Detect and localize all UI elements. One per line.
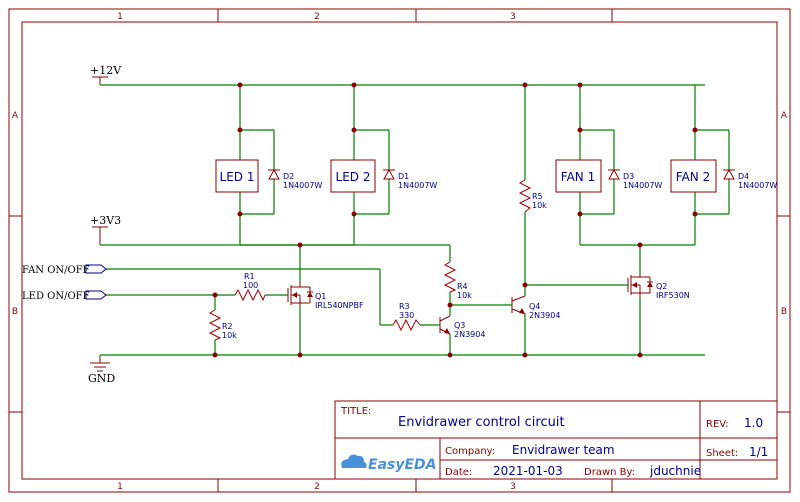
mosfet-q1-ref: Q1 — [315, 292, 326, 301]
bjt-q4-ref: Q4 — [529, 302, 540, 311]
rev-label: REV: — [706, 419, 729, 430]
mosfet-q2-ref: Q2 — [656, 282, 667, 291]
col-label-1-bottom: 1 — [117, 482, 123, 492]
resistor-r2: R2 10k — [208, 309, 237, 341]
date-label: Date: — [445, 467, 472, 478]
bjt-q4-value: 2N3904 — [529, 311, 560, 320]
resistor-r2-value: 10k — [222, 331, 237, 340]
sheet-value: 1/1 — [749, 445, 768, 459]
resistor-r5-value: 10k — [532, 201, 547, 210]
power-12v: +12V — [90, 64, 122, 85]
power-3v3-label: +3V3 — [90, 214, 121, 227]
easyeda-logo: EasyEDA — [341, 454, 437, 473]
frame-labels: 1 2 3 1 2 3 A B A B — [12, 12, 788, 492]
mosfet-q2-value: IRF530N — [656, 291, 690, 300]
row-label-b-right: B — [781, 307, 787, 317]
power-3v3: +3V3 — [90, 214, 121, 245]
bjt-q4: Q4 2N3904 — [511, 295, 560, 320]
resistor-r3: R3 330 — [392, 302, 421, 332]
diode-d1: D1 1N4007W — [383, 168, 437, 190]
ground-symbol: GND — [88, 355, 115, 385]
diode-d3-ref: D3 — [623, 172, 634, 181]
title-block — [334, 400, 778, 480]
col-label-2: 2 — [314, 12, 320, 22]
diode-d1-ref: D1 — [398, 172, 409, 181]
company-label: Company: — [445, 446, 495, 457]
diode-d2-ref: D2 — [283, 172, 294, 181]
row-label-a: A — [12, 111, 19, 121]
ground-label: GND — [88, 372, 115, 385]
diode-d4-value: 1N4007W — [738, 181, 777, 190]
mosfet-q1: Q1 IRL540NPBF — [287, 282, 364, 310]
diode-d1-value: 1N4007W — [398, 181, 437, 190]
wires — [100, 84, 730, 356]
resistor-r1: R1 100 — [234, 272, 266, 302]
load-fan2: FAN 2 — [670, 159, 717, 193]
easyeda-logo-text: EasyEDA — [368, 457, 437, 473]
drawn-by-value: jduchnie — [649, 464, 701, 478]
port-fan-label: FAN ON/OFF — [22, 265, 90, 276]
port-led-label: LED ON/OFF — [22, 291, 90, 302]
title-value: Envidrawer control circuit — [398, 415, 565, 430]
resistor-r4-value: 10k — [457, 291, 472, 300]
col-label-1: 1 — [117, 12, 123, 22]
resistor-r1-value: 100 — [243, 281, 258, 290]
bjt-q3-ref: Q3 — [454, 321, 465, 330]
date-value: 2021-01-03 — [493, 464, 563, 478]
rev-value: 1.0 — [744, 416, 763, 430]
junctions — [212, 82, 698, 358]
load-fan1-label: FAN 1 — [561, 170, 595, 184]
port-led-on-off: LED ON/OFF — [22, 290, 107, 302]
load-fan2-label: FAN 2 — [676, 170, 710, 184]
col-label-3-bottom: 3 — [510, 482, 516, 492]
company-value: Envidrawer team — [512, 443, 615, 457]
load-led2: LED 2 — [330, 159, 376, 193]
diode-d4-ref: D4 — [738, 172, 749, 181]
port-fan-on-off: FAN ON/OFF — [22, 264, 107, 276]
diode-d2-value: 1N4007W — [283, 181, 322, 190]
load-led2-label: LED 2 — [336, 170, 371, 184]
resistor-r3-value: 330 — [399, 311, 414, 320]
bjt-q3-value: 2N3904 — [454, 330, 485, 339]
mosfet-q2: Q2 IRF530N — [627, 275, 690, 300]
mosfet-q1-value: IRL540NPBF — [315, 301, 364, 310]
resistor-r4: R4 10k — [443, 261, 472, 300]
power-12v-label: +12V — [90, 64, 122, 77]
resistor-r5: R5 10k — [518, 179, 547, 213]
sheet-label: Sheet: — [706, 448, 738, 459]
diode-d4: D4 1N4007W — [723, 168, 777, 190]
col-label-3: 3 — [510, 12, 516, 22]
diode-d3-value: 1N4007W — [623, 181, 662, 190]
load-led1: LED 1 — [215, 159, 259, 193]
load-led1-label: LED 1 — [220, 170, 255, 184]
drawn-by-label: Drawn By: — [584, 467, 635, 478]
resistor-r5-ref: R5 — [532, 192, 543, 201]
resistor-r3-ref: R3 — [399, 302, 410, 311]
load-fan1: FAN 1 — [555, 159, 602, 193]
row-label-b: B — [12, 307, 18, 317]
bjt-q3: Q3 2N3904 — [439, 315, 485, 339]
diode-d3: D3 1N4007W — [608, 168, 662, 190]
row-label-a-right: A — [781, 111, 788, 121]
title-block-text: TITLE: Envidrawer control circuit REV: 1… — [340, 406, 768, 478]
diode-d2: D2 1N4007W — [268, 168, 322, 190]
resistor-r2-ref: R2 — [222, 322, 233, 331]
resistor-r4-ref: R4 — [457, 282, 468, 291]
col-label-2-bottom: 2 — [314, 482, 320, 492]
resistor-r1-ref: R1 — [244, 272, 255, 281]
title-label: TITLE: — [340, 406, 371, 417]
